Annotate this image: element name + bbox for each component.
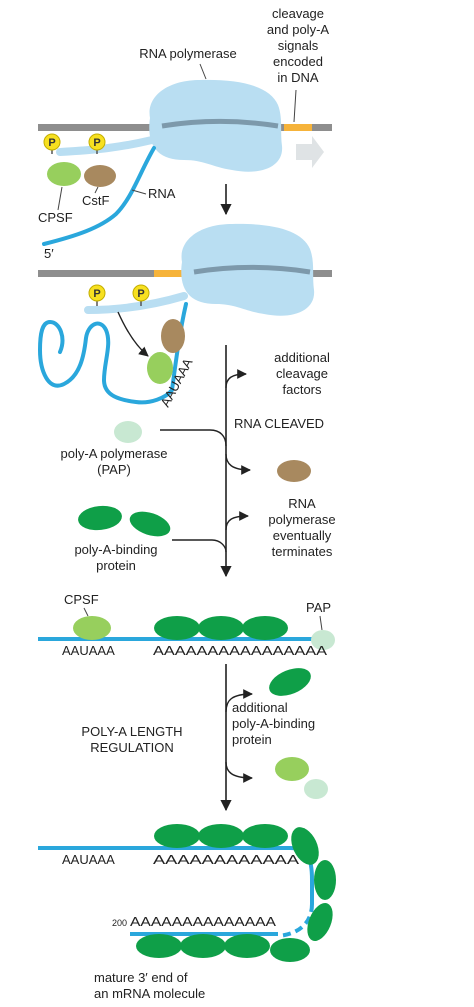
panel-cleavage: P P AAUAAA	[37, 223, 332, 409]
label-add-cleavage-2: cleavage	[276, 366, 328, 381]
pabp-bound-3	[242, 616, 288, 640]
cpsf-protein-2	[147, 352, 173, 384]
pabp-mature-10	[136, 934, 182, 958]
panel-polyadenylation: CPSF PAP AAUAAA AAAAAAAAAAAAAAAA	[38, 592, 335, 658]
label-signals-3: signals	[278, 38, 319, 53]
label-rna: RNA	[148, 186, 176, 201]
panel-transcription: P P RNA polymerase cleavage and poly-A s…	[38, 6, 332, 261]
label-mature-1: mature 3′ end of	[94, 970, 188, 985]
polymerase-tail	[56, 136, 156, 156]
pabp-free-1	[78, 505, 122, 531]
cstf-protein	[84, 165, 116, 187]
label-add-cleavage-3: factors	[282, 382, 322, 397]
svg-text:P: P	[137, 288, 144, 300]
process-arrows-2	[220, 664, 253, 812]
phosphate-2: P	[88, 133, 106, 151]
label-signals-5: in DNA	[277, 70, 319, 85]
pabp-mature-2	[198, 824, 244, 848]
label-add-pabp-2: poly-A-binding	[232, 716, 315, 731]
label-signals-2: and poly-A	[267, 22, 329, 37]
pabp-bound-2	[198, 616, 244, 640]
label-rnapol-term-3: eventually	[273, 528, 332, 543]
label-pap-2: (PAP)	[97, 462, 131, 477]
pabp-mature-5	[314, 860, 336, 900]
label-rna-cleaved: RNA CLEAVED	[234, 416, 324, 431]
label-rnapol-term-4: terminates	[272, 544, 333, 559]
movement-arrow	[296, 136, 324, 168]
label-rnapol-term-2: polymerase	[268, 512, 335, 527]
label-add-pabp-1: additional	[232, 700, 288, 715]
label-mature-2: an mRNA molecule	[94, 986, 205, 1001]
process-arrows-1	[160, 345, 251, 578]
label-pabp-2: protein	[96, 558, 136, 573]
seq-polya-1: AAAAAAAAAAAAAAAA	[153, 643, 327, 658]
seq-aauaaa-2: AAUAAA	[62, 852, 115, 867]
seq-aauaaa-1: AAUAAA	[62, 643, 115, 658]
svg-text:P: P	[93, 137, 100, 149]
pabp-mature-9	[180, 934, 226, 958]
pabp-additional	[269, 668, 311, 696]
label-pap-1: poly-A polymerase	[61, 446, 168, 461]
cstf-protein-2	[161, 319, 185, 353]
rna-transcript	[42, 146, 156, 246]
polya-signal-dna	[284, 124, 312, 131]
label-pap-short: PAP	[306, 600, 331, 615]
cpsf-protein	[47, 162, 81, 186]
label-signals-1: cleavage	[272, 6, 324, 21]
label-length-reg-2: REGULATION	[90, 740, 174, 755]
label-length-reg-1: POLY-A LENGTH	[81, 724, 182, 739]
label-cpsf: CPSF	[38, 210, 73, 225]
released-cstf	[277, 460, 311, 482]
label-rna-polymerase: RNA polymerase	[139, 46, 237, 61]
polymerase-tail-2	[84, 292, 188, 314]
polya-signal-dna-2	[154, 270, 182, 277]
pabp-mature-8	[224, 934, 270, 958]
label-rnapol-term-1: RNA	[288, 496, 316, 511]
label-cstf: CstF	[82, 193, 110, 208]
cpsf-on-rna	[73, 616, 111, 640]
phosphate-1: P	[43, 133, 61, 151]
pabp-mature-1	[154, 824, 200, 848]
label-signals-4: encoded	[273, 54, 323, 69]
pabp-mature-4	[291, 827, 319, 865]
seq-polya-3: AAAAAAAAAAAAAA	[130, 914, 276, 929]
label-5prime: 5′	[44, 246, 54, 261]
pap-released	[304, 779, 328, 799]
rna-polymerase	[149, 79, 283, 172]
pap-protein	[114, 421, 142, 443]
label-pabp-1: poly-A-binding	[74, 542, 157, 557]
pabp-mature-3	[242, 824, 288, 848]
rna-transcript-2	[37, 302, 188, 405]
label-add-cleavage-1: additional	[274, 350, 330, 365]
pabp-bound-1	[154, 616, 200, 640]
label-cpsf-bottom: CPSF	[64, 592, 99, 607]
binding-arrow	[117, 311, 149, 357]
pabp-mature-7	[270, 938, 310, 962]
phosphate-3: P	[88, 284, 106, 302]
pabp-mature-6	[307, 903, 333, 941]
pap-on-rna	[311, 630, 335, 650]
cpsf-released	[275, 757, 309, 781]
label-add-pabp-3: protein	[232, 732, 272, 747]
mrna-tail-dashed	[277, 903, 314, 938]
svg-text:P: P	[93, 288, 100, 300]
panel-mature-mrna: AAUAAA AAAAAAAAAAAA 200 AAAAAAAAAAAAAA	[38, 824, 336, 962]
svg-text:P: P	[48, 137, 55, 149]
seq-polya-2: AAAAAAAAAAAA	[153, 852, 299, 867]
pabp-free-2	[129, 511, 171, 537]
phosphate-4: P	[132, 284, 150, 302]
seq-count-200: 200	[112, 918, 127, 928]
